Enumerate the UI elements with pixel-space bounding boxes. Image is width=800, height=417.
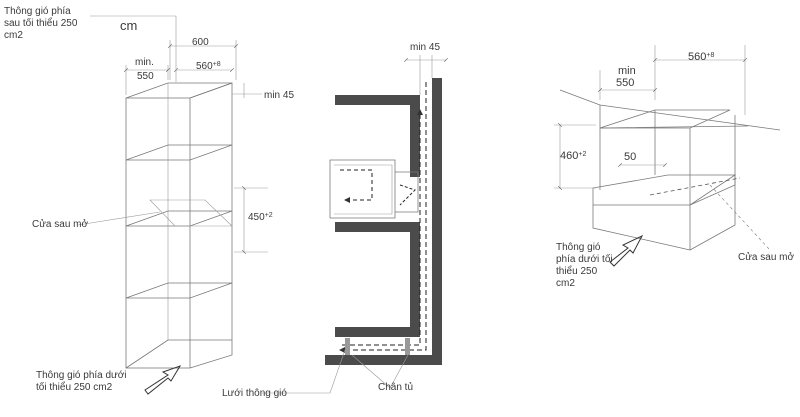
dim-gap-min45: min 45: [264, 90, 295, 101]
cabinet-foot-label: Chân tủ: [378, 382, 414, 393]
dim-top-gap-min45: min 45: [410, 42, 441, 53]
dim-50-right: 50: [624, 151, 637, 163]
left-cabinet: [77, 15, 268, 395]
dim-width-560: 560+8: [196, 61, 221, 72]
dim-height-450-value: 450: [248, 212, 265, 223]
right-niche: [554, 45, 781, 267]
bottom-vent-label-right: Thông gió phía dưới tối thiểu 250 cm2: [556, 242, 613, 289]
unit-label: cm: [120, 18, 138, 33]
dim-width-560-right-tol: +8: [706, 52, 715, 59]
dim-height-450-tol: +2: [264, 212, 273, 219]
vent-grille-label: Lưới thông gió: [222, 388, 287, 399]
dim-height-460-right-value: 460: [560, 150, 579, 162]
bottom-vent-label: Thông gió phía dưới tối thiểu 250 cm2: [36, 370, 127, 393]
dim-depth-550-right: 550: [616, 77, 635, 89]
dim-height-460-right-tol: +2: [578, 151, 587, 158]
dim-depth-550: 550: [137, 71, 154, 82]
dim-height-460-right: 460+2: [560, 151, 586, 162]
rear-open-label-right: Cửa sau mở: [738, 252, 795, 263]
dim-width-560-right: 560+8: [688, 52, 714, 63]
dim-depth-min-label-right: min: [618, 65, 636, 77]
dim-width-560-tol: +8: [212, 61, 221, 68]
dim-width-600: 600: [192, 37, 209, 48]
dim-depth-min-label: min.: [135, 57, 154, 68]
rear-open-label-left: Cửa sau mở: [32, 219, 89, 230]
rear-vent-label: Thông gió phía sau tối thiểu 250 cm2: [4, 6, 78, 41]
dim-width-560-right-value: 560: [688, 51, 707, 63]
dim-height-450: 450+2: [248, 212, 273, 223]
center-section: [262, 55, 446, 394]
dim-width-560-value: 560: [196, 61, 213, 72]
